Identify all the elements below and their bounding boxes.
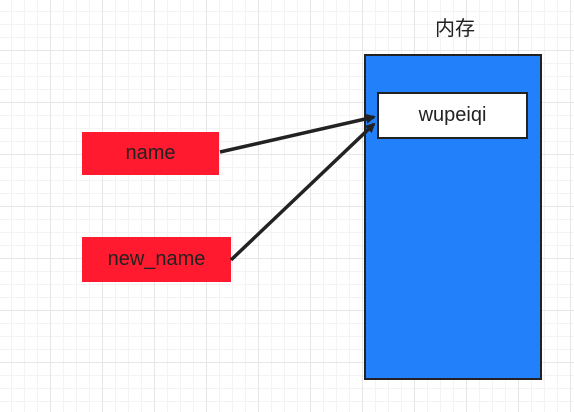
- variable-name-box: name: [82, 132, 219, 175]
- variable-name-label: name: [125, 142, 176, 164]
- arrow-new-name-to-value: [229, 122, 376, 262]
- memory-title: 内存: [435, 16, 475, 40]
- arrow-name-to-value: [219, 113, 376, 154]
- variable-new-name-label: new_name: [107, 248, 206, 270]
- variable-new-name-box: new_name: [82, 237, 231, 282]
- memory-value-box: wupeiqi: [377, 92, 528, 139]
- memory-value-label: wupeiqi: [418, 104, 487, 126]
